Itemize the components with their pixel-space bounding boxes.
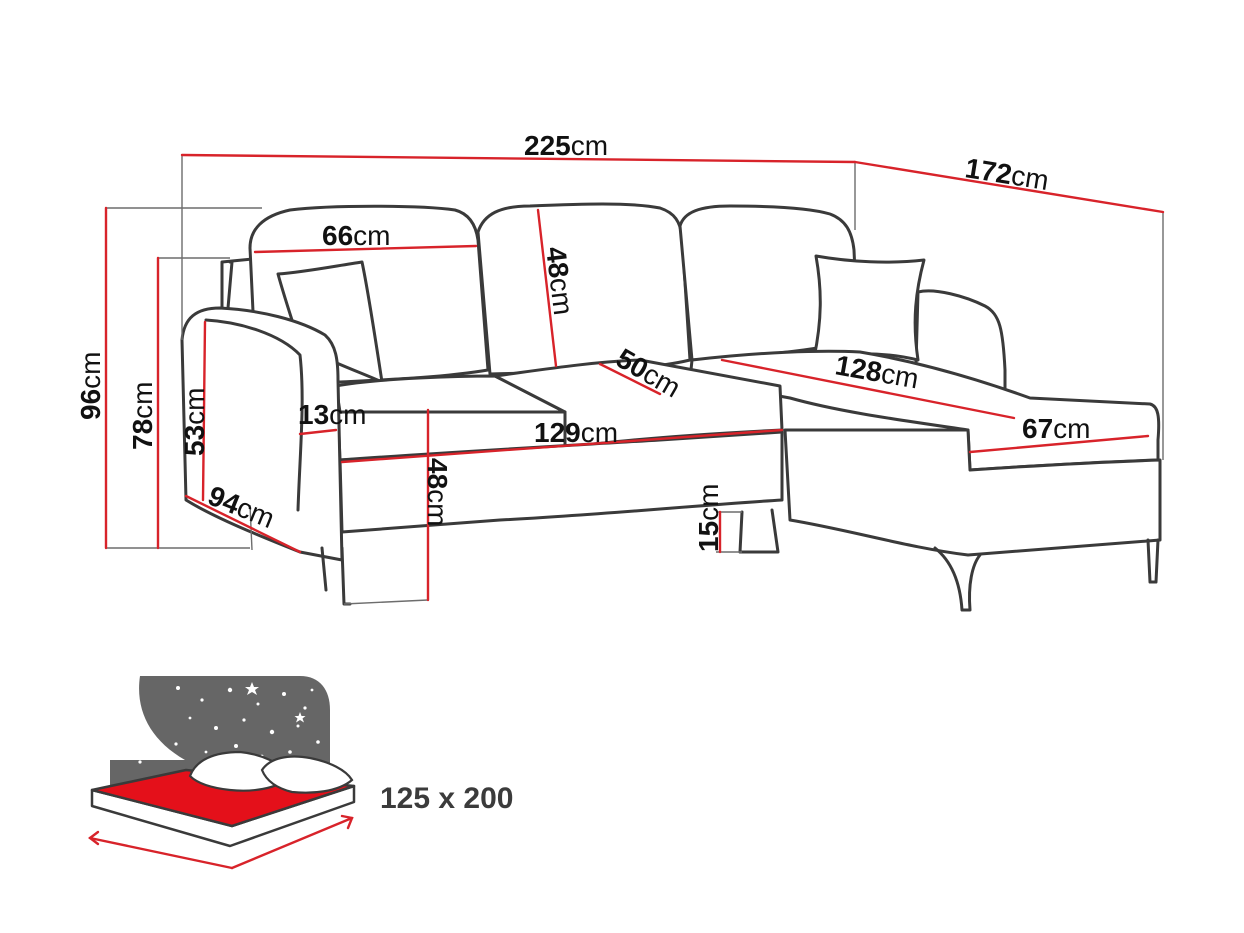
dim-line-94 (184, 494, 302, 554)
chaise-base (783, 428, 1162, 557)
corner-sofa-drawing-icon (180, 202, 1162, 612)
dim-line-53 (201, 320, 207, 502)
label-armrest-top-height: 78cm (127, 382, 158, 450)
label-total-width: 225cm (524, 130, 608, 161)
label-back-cushion-height: 48cm (540, 245, 579, 317)
dim-line-48-back (536, 208, 558, 368)
label-back-cushion-width: 66cm (322, 220, 390, 251)
bed-length-arrow (88, 814, 354, 870)
dim-line-128 (720, 358, 1016, 420)
back-cushion-middle (476, 202, 692, 376)
dim-line-172 (853, 160, 1165, 214)
sofa-base-front (338, 430, 784, 534)
armrest-inner-line (204, 318, 304, 512)
scatter-pillow-right (812, 254, 926, 362)
label-armrest-width: 13cm (298, 399, 366, 430)
dim-line-13 (298, 428, 338, 436)
label-armrest-height: 53cm (179, 388, 210, 456)
leg-front-middle (738, 508, 780, 554)
leg-back-left (320, 546, 328, 592)
bed-pillow-right (260, 755, 354, 794)
label-chaise-width: 67cm (1022, 413, 1090, 444)
dim-line-66 (253, 244, 478, 254)
chaise-seat (688, 349, 1161, 472)
bed-sleeping-function-icon (88, 676, 356, 870)
night-stars-icon (120, 682, 320, 764)
leg-chaise-back (1146, 538, 1160, 584)
dimension-lines (104, 153, 1165, 602)
moon-crescent-icon (110, 676, 185, 760)
sleeping-area-label: 125 x 200 (380, 782, 513, 815)
leg-front-left (340, 546, 352, 606)
label-depth-chaise: 172cm (963, 152, 1051, 196)
guide-lines (106, 155, 1164, 605)
label-total-height: 96cm (75, 352, 106, 420)
armrest-back-edge (226, 260, 234, 310)
label-chaise-length: 128cm (833, 349, 921, 394)
dim-line-225 (180, 153, 857, 164)
dim-line-67 (968, 434, 1150, 454)
label-seat-height: 48cm (422, 458, 453, 526)
dim-line-50 (598, 362, 662, 396)
label-seat-width: 129cm (534, 417, 618, 448)
leg-chaise-front (933, 546, 982, 612)
dim-line-129 (340, 428, 784, 464)
label-leg-height: 15cm (693, 484, 724, 552)
